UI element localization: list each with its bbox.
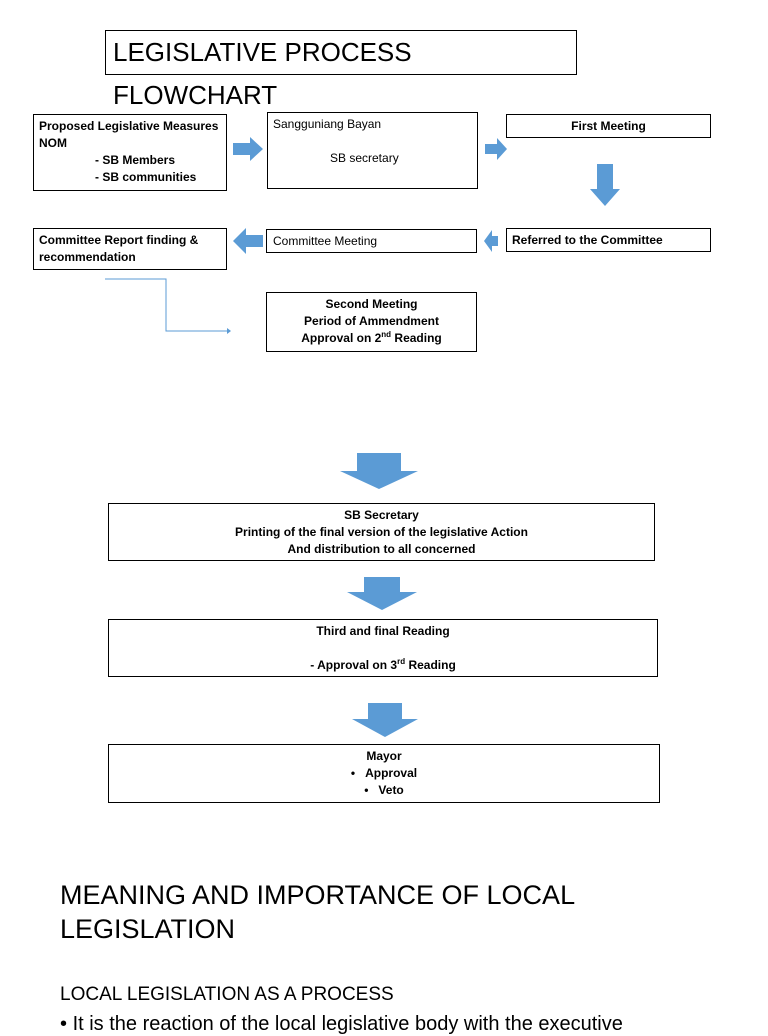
referred-committee-box: Referred to the Committee <box>506 228 711 252</box>
arrow-down-icon <box>340 453 418 489</box>
arrow-down-icon <box>590 164 620 206</box>
committee-meeting-box: Committee Meeting <box>266 229 477 253</box>
sanggunian-line-1: Sangguniang Bayan <box>273 117 382 131</box>
committee-report-box: Committee Report finding & recommendatio… <box>33 228 227 270</box>
sb-secretary-line-2: Printing of the final version of the leg… <box>235 525 528 539</box>
second-meeting-line-3-sup: nd <box>381 330 392 339</box>
mayor-line-1: Mayor <box>366 749 402 763</box>
proposed-measures-box: Proposed Legislative Measures NOM - SB M… <box>33 114 227 191</box>
second-meeting-line-2: Period of Ammendment <box>304 314 439 328</box>
sangguniang-bayan-box: Sangguniang Bayan SB secretary <box>267 112 478 189</box>
second-meeting-line-3-pre: Approval on 2 <box>301 331 382 345</box>
proposed-line-3: - SB Members <box>95 153 176 167</box>
arrow-left-icon <box>233 228 263 254</box>
arrow-down-icon <box>352 703 418 737</box>
section-heading: MEANING AND IMPORTANCE OF LOCAL LEGISLAT… <box>60 880 575 944</box>
bullet-text: It is the reaction of the local legislat… <box>72 1013 623 1035</box>
proposed-line-4: - SB communities <box>95 170 197 184</box>
bullet-icon: • <box>364 783 379 797</box>
sanggunian-line-2: SB secretary <box>330 151 399 165</box>
first-meeting-label: First Meeting <box>571 119 646 133</box>
third-reading-line-1: Third and final Reading <box>316 624 450 638</box>
third-reading-line-2: - Approval on 3rd Reading <box>109 657 657 674</box>
sb-secretary-line-1: SB Secretary <box>344 508 419 522</box>
third-reading-line-2-post: Reading <box>405 658 456 672</box>
bullet-item: • It is the reaction of the local legisl… <box>60 1012 760 1036</box>
bullet-icon: • <box>60 1013 73 1035</box>
proposed-line-1: Proposed Legislative Measures <box>39 119 219 133</box>
committee-meeting-label: Committee Meeting <box>273 234 378 248</box>
second-meeting-line-1: Second Meeting <box>325 297 418 311</box>
bullet-icon: • <box>350 766 366 780</box>
mayor-item-1-text: Approval <box>365 766 418 780</box>
referred-label: Referred to the Committee <box>512 233 663 247</box>
third-reading-line-2-pre: - Approval on 3 <box>310 658 398 672</box>
committee-report-line-2: recommendation <box>39 250 136 264</box>
arrow-right-icon <box>233 137 263 161</box>
sb-secretary-line-3: And distribution to all concerned <box>287 542 476 556</box>
arrow-down-icon <box>347 577 417 610</box>
sub-heading: LOCAL LEGISLATION AS A PROCESS <box>60 984 394 1005</box>
proposed-line-2: NOM <box>39 136 67 150</box>
page-title: LEGISLATIVE PROCESS FLOWCHART <box>105 30 577 110</box>
first-meeting-box: First Meeting <box>506 114 711 138</box>
second-meeting-line-3: Approval on 2nd Reading <box>267 330 476 347</box>
mayor-box: Mayor • Approval • Veto <box>108 744 660 803</box>
mayor-item-1: • Approval <box>109 765 659 782</box>
arrow-left-icon <box>484 230 498 252</box>
third-reading-box: Third and final Reading - Approval on 3r… <box>108 619 658 677</box>
mayor-item-2-text: Veto <box>378 783 404 797</box>
mayor-item-2: • Veto <box>109 782 659 799</box>
second-meeting-box: Second Meeting Period of Ammendment Appr… <box>266 292 477 352</box>
connector-line <box>105 278 231 334</box>
sb-secretary-box: SB Secretary Printing of the final versi… <box>108 503 655 561</box>
second-meeting-line-3-post: Reading <box>391 331 442 345</box>
arrow-right-icon <box>485 138 507 160</box>
third-reading-line-2-sup: rd <box>397 657 406 666</box>
committee-report-line-1: Committee Report finding & <box>39 233 199 247</box>
